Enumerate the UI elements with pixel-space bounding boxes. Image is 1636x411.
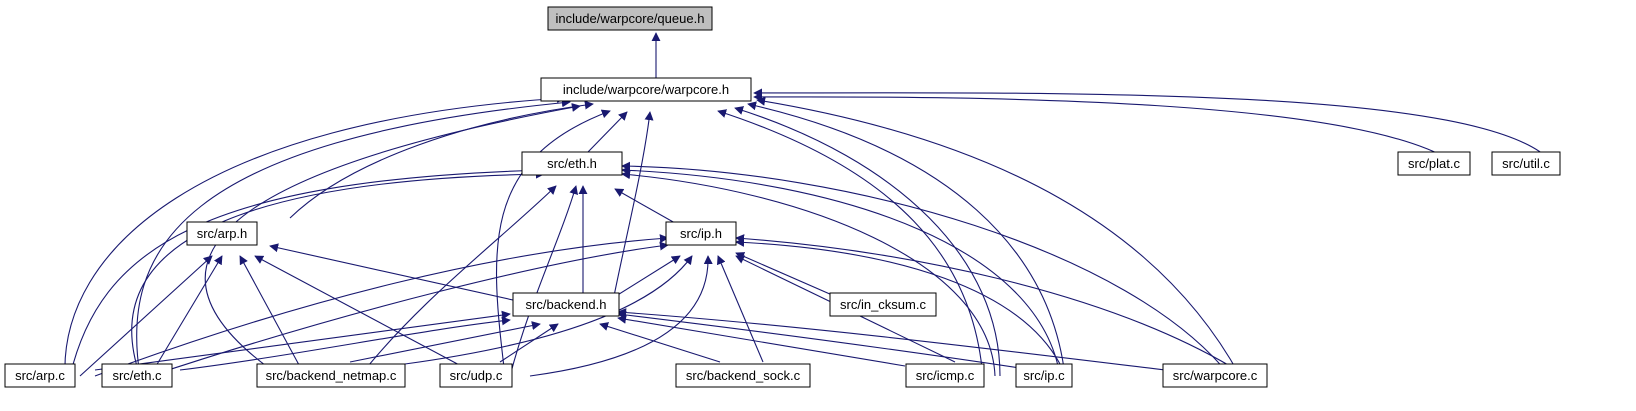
edge-eth-c-to-arp-h [149, 255, 223, 377]
node-label: src/icmp.c [916, 368, 975, 383]
node-backend-h[interactable]: src/backend.h [512, 292, 620, 317]
node-backend-netmap-c[interactable]: src/backend_netmap.c [256, 363, 406, 388]
node-box [512, 292, 620, 317]
edge-arp-c-to-eth-h [69, 165, 545, 377]
edge-warpcore-c-to-ip-h [735, 234, 1231, 367]
node-arp-h[interactable]: src/arp.h [186, 221, 258, 246]
edge-ip-c-to-eth-h [621, 165, 1061, 377]
edge-udp-c-to-ip-h [529, 255, 713, 377]
edge-udp-c-to-arp-h [254, 255, 481, 377]
edge-backend-sock-c-to-ip-h [717, 255, 764, 363]
node-arp-c[interactable]: src/arp.c [4, 363, 76, 388]
node-eth-c[interactable]: src/eth.c [101, 363, 173, 388]
node-in-cksum-c[interactable]: src/in_cksum.c [829, 292, 937, 317]
node-box [905, 363, 985, 388]
node-label: src/ip.c [1023, 368, 1065, 383]
node-label: src/in_cksum.c [840, 297, 926, 312]
node-box [439, 363, 513, 388]
edge-ip-c-to-warpcore-h [747, 101, 1066, 377]
node-label: src/backend_sock.c [686, 368, 801, 383]
node-label: include/warpcore/warpcore.h [563, 82, 729, 97]
node-label: src/backend_netmap.c [266, 368, 397, 383]
node-box [186, 221, 258, 246]
node-warpcore-c[interactable]: src/warpcore.c [1162, 363, 1268, 388]
node-box [540, 77, 752, 102]
edge-icmp-c-to-eth-h [621, 170, 996, 377]
edge-backend-sock-c-to-warpcore-h [717, 109, 983, 369]
node-label: src/arp.c [15, 368, 65, 383]
edge-util-c-to-warpcore-h [753, 88, 1551, 161]
edge-icmp-c-to-warpcore-h [734, 106, 1001, 377]
node-box [1162, 363, 1268, 388]
edge-warpcore-c-to-eth-h [621, 161, 1231, 377]
node-box [829, 292, 937, 317]
node-box [101, 363, 173, 388]
node-box [1015, 363, 1073, 388]
node-label: src/backend.h [526, 297, 607, 312]
edge-plat-c-to-warpcore-h [753, 92, 1451, 161]
edge-arp-c-to-ip-h [94, 234, 669, 377]
node-backend-sock-c[interactable]: src/backend_sock.c [675, 363, 811, 388]
node-box [665, 221, 737, 246]
edge-backend-netmap-c-to-eth-h [359, 185, 557, 377]
edge-eth-c-to-backend-h [179, 316, 511, 371]
node-ip-h[interactable]: src/ip.h [665, 221, 737, 246]
edge-arp-c-to-arp-h [79, 255, 213, 377]
node-label: src/warpcore.c [1173, 368, 1258, 383]
node-box [256, 363, 406, 388]
node-label: src/util.c [1502, 156, 1550, 171]
node-label: include/warpcore/queue.h [556, 11, 705, 26]
node-eth-h[interactable]: src/eth.h [521, 151, 623, 176]
node-box [1491, 151, 1561, 176]
edge-arp-h-to-warpcore-h [289, 100, 594, 219]
node-icmp-c[interactable]: src/icmp.c [905, 363, 985, 388]
edge-warpcore-c-to-warpcore-h [756, 96, 1241, 377]
edge-backend-h-to-arp-h [269, 243, 541, 307]
node-udp-c[interactable]: src/udp.c [439, 363, 513, 388]
edge-backend-netmap-c-to-backend-h [349, 321, 541, 363]
edge-ip-c-to-backend-h [617, 310, 1021, 369]
edge-arp-c-to-warpcore-h [64, 93, 566, 377]
edge-eth-c-to-ip-h [149, 241, 669, 377]
edges-layer [64, 32, 1551, 377]
edge-backend-sock-c-to-backend-h [599, 322, 721, 363]
node-ip-c[interactable]: src/ip.c [1015, 363, 1073, 388]
node-label: src/plat.c [1408, 156, 1461, 171]
node-label: src/udp.c [450, 368, 503, 383]
node-label: src/ip.h [680, 226, 722, 241]
edge-ip-c-to-ip-h [735, 237, 1061, 365]
edge-icmp-c-to-backend-h [617, 314, 906, 367]
edge-udp-c-to-eth-h [509, 185, 579, 377]
node-box [1397, 151, 1471, 176]
edge-udp-c-to-warpcore-h [495, 109, 611, 377]
node-box [4, 363, 76, 388]
edge-warpcore-c-to-backend-h [617, 308, 1166, 371]
node-box [521, 151, 623, 176]
edge-backend-h-to-warpcore-h [611, 111, 654, 307]
node-plat-c[interactable]: src/plat.c [1397, 151, 1471, 176]
node-box [547, 6, 713, 31]
edge-udp-c-to-backend-h [499, 323, 559, 363]
edge-backend-netmap-c-to-warpcore-h [204, 103, 581, 377]
node-box [675, 363, 811, 388]
node-queue[interactable]: include/warpcore/queue.h [547, 6, 713, 31]
nodes-layer: include/warpcore/queue.h include/warpcore… [4, 6, 1561, 388]
node-label: src/arp.h [197, 226, 248, 241]
node-label: src/eth.h [547, 156, 597, 171]
node-util-c[interactable]: src/util.c [1491, 151, 1561, 176]
node-label: src/eth.c [112, 368, 162, 383]
edge-eth-h-to-warpcore-h [587, 111, 628, 153]
edge-backend-netmap-c-to-ip-h [404, 255, 693, 365]
node-warpcore-h[interactable]: include/warpcore/warpcore.h [540, 77, 752, 102]
